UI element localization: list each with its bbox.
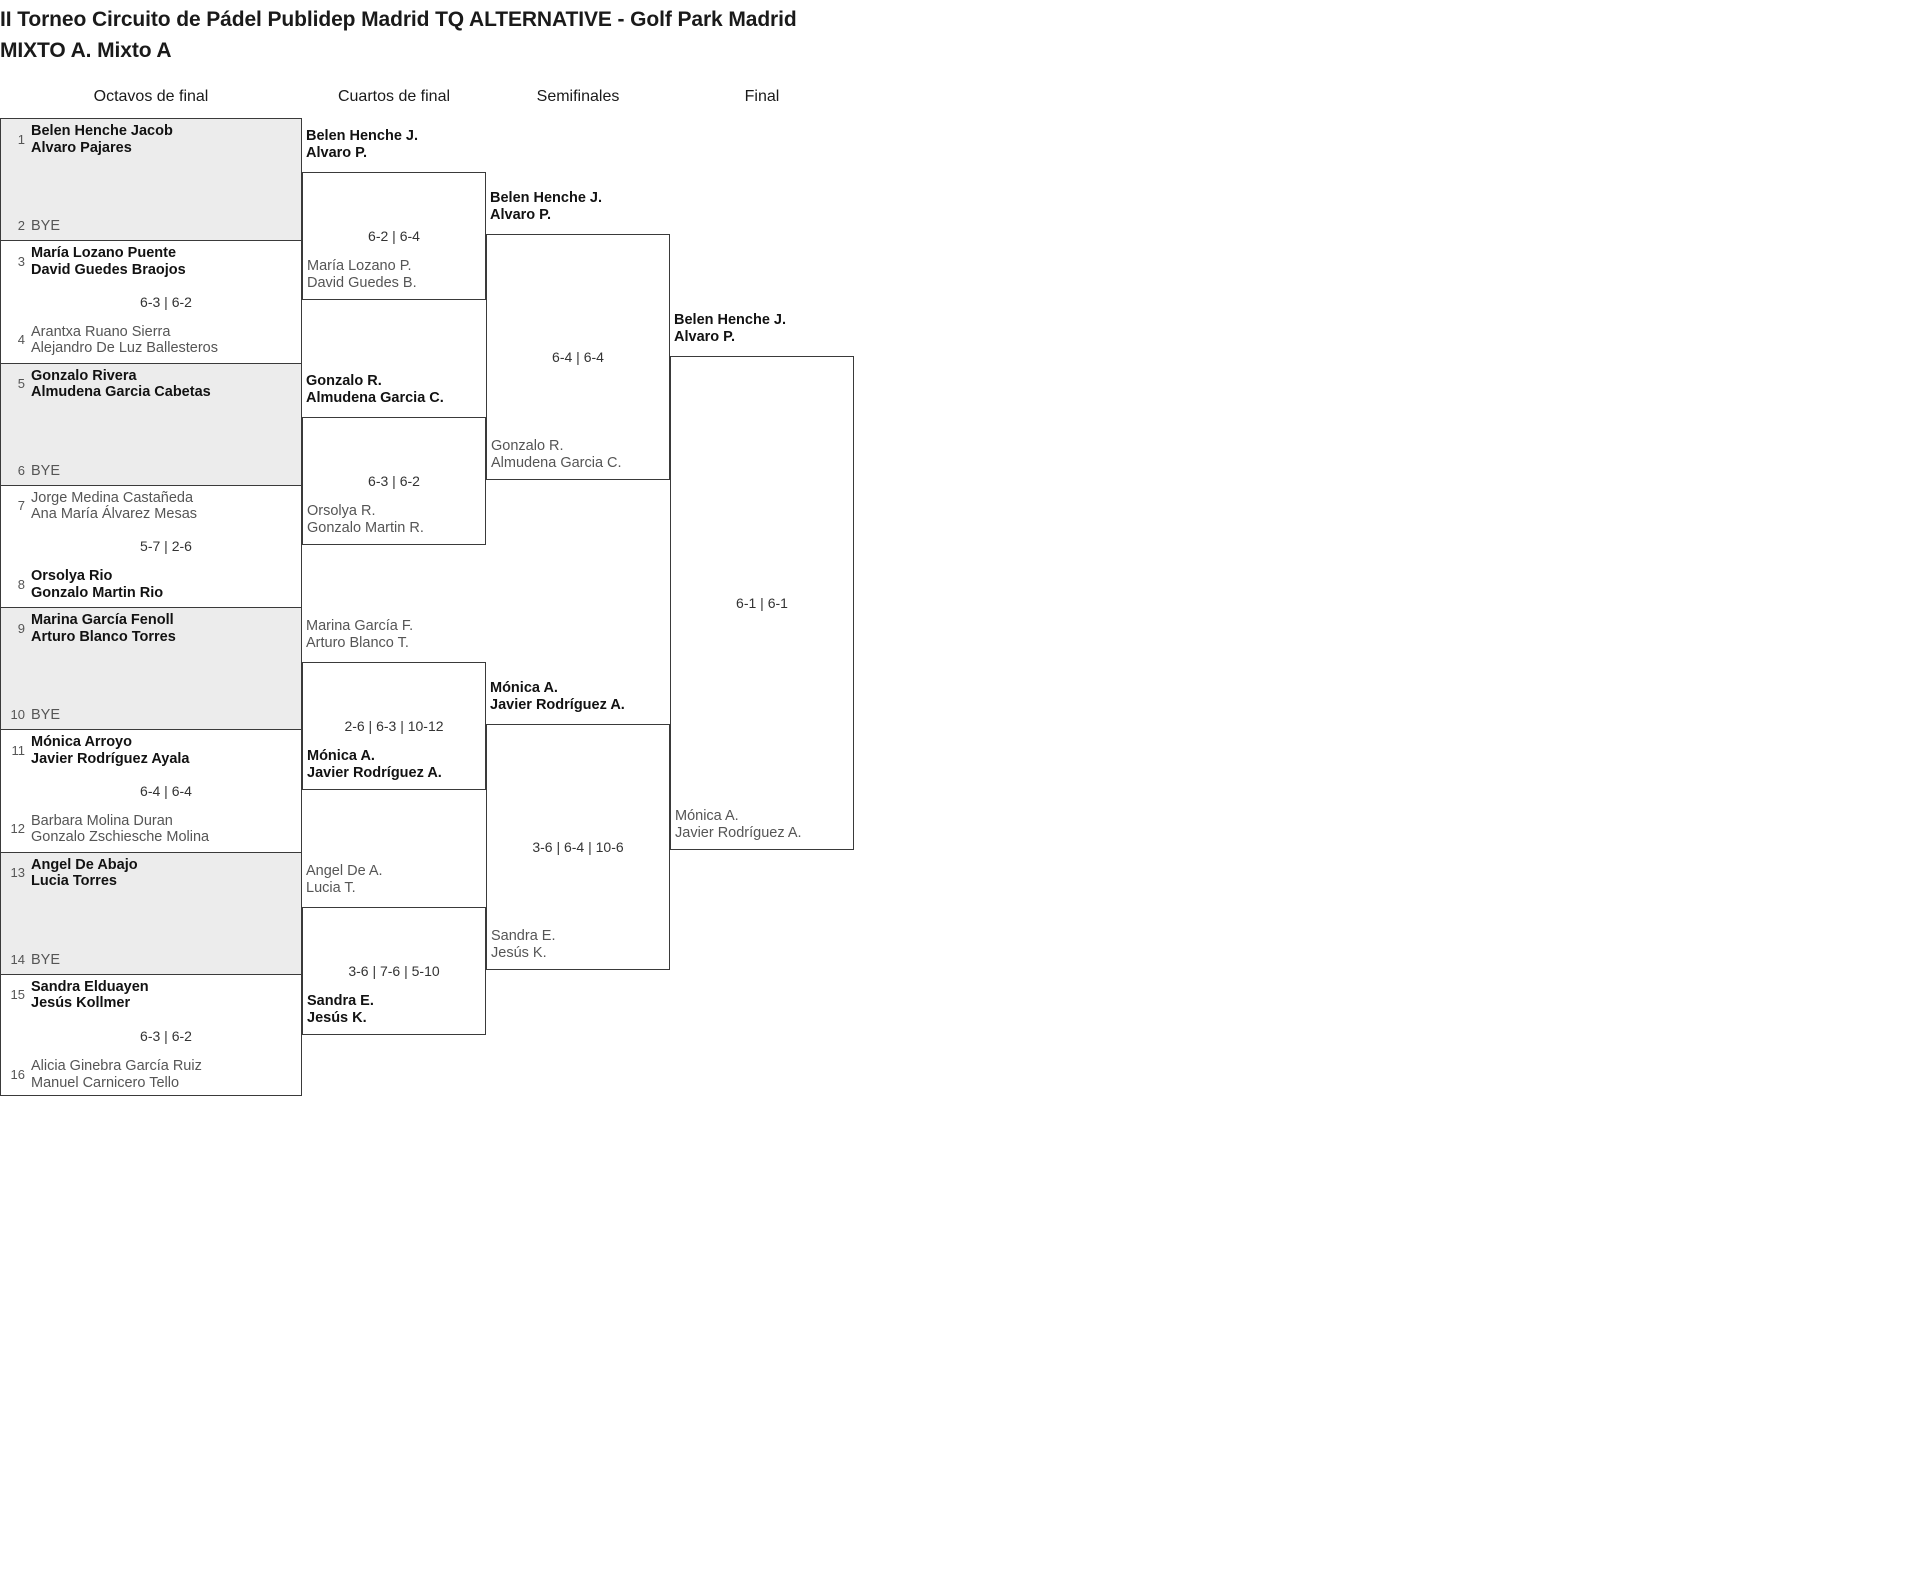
seed-number: 2	[17, 218, 25, 234]
seed-number: 8	[17, 576, 25, 592]
match-box-sf2[interactable]: 3-6 | 6-4 | 10-6 Sandra E. Jesús K.	[486, 724, 670, 970]
table-row[interactable]: 11 Mónica Arroyo Javier Rodríguez Ayala …	[1, 730, 301, 853]
champion-label: Belen Henche J. Alvaro P.	[674, 312, 787, 345]
team-names: Arantxa Ruano Sierra Alejandro De Luz Ba…	[31, 323, 218, 357]
sf-loser-label: Gonzalo R. Almudena Garcia C.	[491, 438, 622, 471]
table-row[interactable]: 5 Gonzalo Rivera Almudena Garcia Cabetas…	[1, 363, 301, 486]
qf-loser-label: María Lozano P. David Guedes B.	[307, 258, 417, 291]
tournament-name: II Torneo Circuito de Pádel Publidep Mad…	[0, 8, 797, 31]
match-team-top: 11 Mónica Arroyo Javier Rodríguez Ayala	[1, 734, 297, 767]
bye-label: BYE	[31, 951, 61, 968]
seed-number: 13	[10, 865, 25, 880]
match-box-qf3[interactable]: 2-6 | 6-3 | 10-12 Mónica A. Javier Rodrí…	[302, 662, 486, 790]
match-team-top: 9 Marina García Fenoll Arturo Blanco Tor…	[1, 612, 297, 645]
match-score: 6-3 | 6-2	[140, 1027, 192, 1044]
qf-winner-label: Gonzalo R. Almudena Garcia C.	[306, 373, 444, 406]
match-score: 6-3 | 6-2	[140, 293, 192, 310]
table-row[interactable]: 9 Marina García Fenoll Arturo Blanco Tor…	[1, 608, 301, 731]
seed-number: 10	[10, 707, 25, 723]
match-team-top: 5 Gonzalo Rivera Almudena Garcia Cabetas	[1, 368, 297, 401]
match-team-bottom: 2 BYE	[1, 218, 297, 234]
team-names: Angel De Abajo Lucia Torres	[31, 856, 138, 890]
round-header-semifinales: Semifinales	[536, 88, 620, 105]
match-score: 6-2 | 6-4	[368, 228, 420, 244]
match-team-bottom: 4 Arantxa Ruano Sierra Alejandro De Luz …	[1, 324, 297, 357]
team-names: María Lozano Puente David Guedes Braojos	[31, 245, 186, 278]
seed-number: 9	[17, 620, 25, 636]
match-box-qf2[interactable]: 6-3 | 6-2 Orsolya R. Gonzalo Martin R.	[302, 417, 486, 545]
qf-loser-label: Angel De A. Lucia T.	[306, 863, 383, 896]
seed-number: 15	[10, 987, 25, 1003]
match-score: 6-1 | 6-1	[736, 595, 788, 611]
seed-number: 6	[17, 462, 25, 478]
page-title: II Torneo Circuito de Pádel Publidep Mad…	[0, 4, 1200, 66]
round-octavos-column: 1 Belen Henche Jacob Alvaro Pajares 2 BY…	[0, 118, 302, 1096]
round-header-cuartos: Cuartos de final	[337, 88, 451, 105]
team-names: Orsolya Rio Gonzalo Martin Rio	[31, 568, 164, 601]
match-box-final[interactable]: 6-1 | 6-1 Mónica A. Javier Rodríguez A.	[670, 356, 854, 850]
team-names: Jorge Medina Castañeda Ana María Álvarez…	[31, 489, 198, 523]
team-names: Mónica Arroyo Javier Rodríguez Ayala	[31, 734, 190, 767]
team-names: Marina García Fenoll Arturo Blanco Torre…	[31, 612, 176, 645]
qf-loser-label: Marina García F. Arturo Blanco T.	[306, 618, 414, 651]
qf-winner-label: Mónica A. Javier Rodríguez A.	[307, 748, 442, 781]
seed-number: 14	[10, 951, 25, 967]
match-score: 2-6 | 6-3 | 10-12	[344, 718, 444, 734]
match-team-bottom: 10 BYE	[1, 707, 297, 723]
seed-number: 7	[17, 498, 25, 514]
bye-label: BYE	[31, 707, 61, 724]
seed-number: 11	[11, 742, 26, 758]
match-team-bottom: 12 Barbara Molina Duran Gonzalo Zschiesc…	[1, 813, 297, 846]
team-names: Belen Henche Jacob Alvaro Pajares	[31, 123, 173, 156]
category-name: MIXTO A. Mixto A	[0, 39, 172, 62]
match-score: 3-6 | 7-6 | 5-10	[348, 963, 440, 979]
match-team-bottom: 8 Orsolya Rio Gonzalo Martin Rio	[1, 568, 297, 601]
table-row[interactable]: 3 María Lozano Puente David Guedes Braoj…	[1, 241, 301, 364]
match-box-qf4[interactable]: 3-6 | 7-6 | 5-10 Sandra E. Jesús K.	[302, 907, 486, 1035]
table-row[interactable]: 15 Sandra Elduayen Jesús Kollmer 6-3 | 6…	[1, 975, 301, 1097]
round-header-octavos: Octavos de final	[93, 88, 209, 105]
seed-number: 4	[17, 332, 25, 347]
match-team-top: 13 Angel De Abajo Lucia Torres	[1, 857, 297, 890]
match-team-bottom: 16 Alicia Ginebra García Ruiz Manuel Car…	[1, 1058, 297, 1091]
match-score: 5-7 | 2-6	[140, 538, 192, 555]
bye-label: BYE	[31, 462, 61, 479]
match-team-bottom: 14 BYE	[1, 952, 297, 968]
seed-number: 5	[17, 376, 25, 391]
sf-loser-label: Sandra E. Jesús K.	[491, 928, 556, 961]
qf-winner-label: Belen Henche J. Alvaro P.	[306, 128, 419, 161]
seed-number: 3	[17, 253, 25, 269]
match-team-top: 7 Jorge Medina Castañeda Ana María Álvar…	[1, 490, 297, 523]
match-team-bottom: 6 BYE	[1, 463, 297, 479]
match-score: 6-4 | 6-4	[140, 782, 192, 799]
match-score: 6-3 | 6-2	[368, 473, 420, 489]
team-names: Alicia Ginebra García Ruiz Manuel Carnic…	[31, 1058, 202, 1091]
match-team-top: 3 María Lozano Puente David Guedes Braoj…	[1, 245, 297, 278]
match-score: 6-4 | 6-4	[552, 349, 604, 365]
table-row[interactable]: 1 Belen Henche Jacob Alvaro Pajares 2 BY…	[1, 119, 301, 242]
match-box-sf1[interactable]: 6-4 | 6-4 Gonzalo R. Almudena Garcia C.	[486, 234, 670, 480]
bye-label: BYE	[31, 218, 61, 235]
seed-number: 16	[10, 1066, 25, 1082]
round-header-final: Final	[744, 88, 780, 105]
qf-loser-label: Orsolya R. Gonzalo Martin R.	[307, 503, 424, 536]
sf-winner-label: Belen Henche J. Alvaro P.	[490, 190, 603, 223]
table-row[interactable]: 7 Jorge Medina Castañeda Ana María Álvar…	[1, 486, 301, 608]
qf-winner-label: Sandra E. Jesús K.	[307, 993, 374, 1026]
match-team-top: 15 Sandra Elduayen Jesús Kollmer	[1, 979, 297, 1012]
match-team-top: 1 Belen Henche Jacob Alvaro Pajares	[1, 123, 297, 156]
sf-winner-label: Mónica A. Javier Rodríguez A.	[490, 680, 625, 713]
team-names: Sandra Elduayen Jesús Kollmer	[31, 978, 149, 1012]
team-names: Gonzalo Rivera Almudena Garcia Cabetas	[31, 367, 211, 401]
match-box-qf1[interactable]: 6-2 | 6-4 María Lozano P. David Guedes B…	[302, 172, 486, 300]
seed-number: 12	[10, 821, 25, 836]
match-score: 3-6 | 6-4 | 10-6	[532, 839, 624, 855]
seed-number: 1	[17, 131, 25, 147]
table-row[interactable]: 13 Angel De Abajo Lucia Torres 14 BYE	[1, 852, 301, 975]
runner-up-label: Mónica A. Javier Rodríguez A.	[675, 808, 802, 841]
team-names: Barbara Molina Duran Gonzalo Zschiesche …	[31, 812, 210, 846]
